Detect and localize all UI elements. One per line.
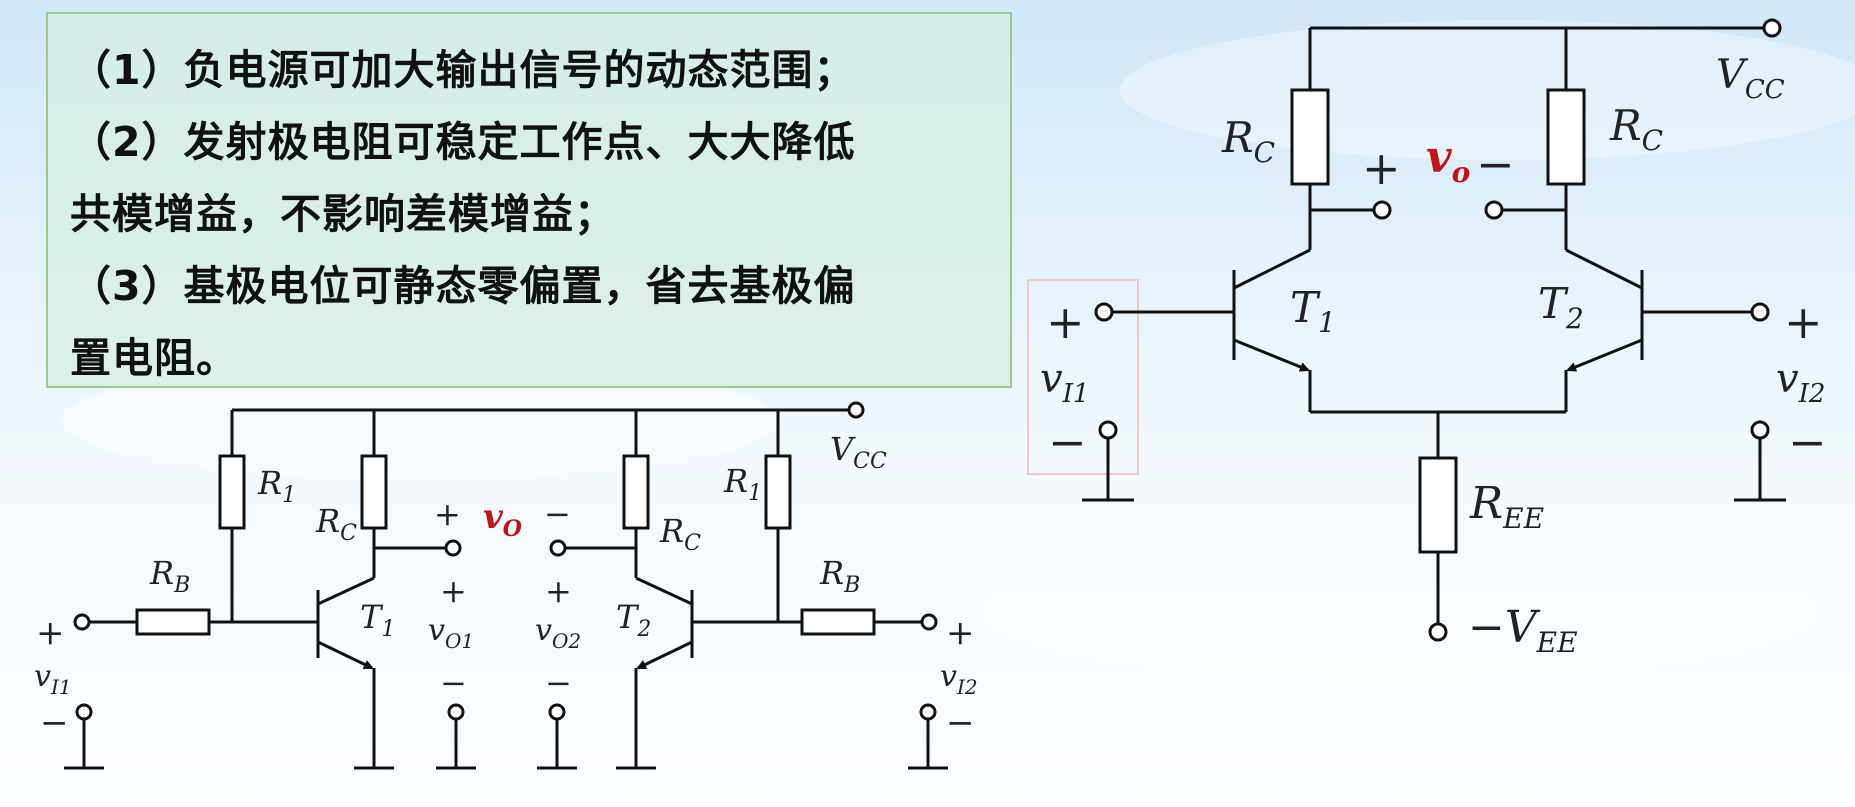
left-r1-resistor	[218, 454, 246, 530]
highlight-box	[1027, 279, 1139, 475]
right-vi2-minus: −	[1788, 415, 1827, 469]
left-vi2-minus: −	[946, 703, 975, 743]
right-ree-label: REE	[1469, 478, 1544, 535]
right-rc1-label: RC	[1221, 113, 1275, 169]
left-rb2-resistor	[800, 608, 876, 636]
right-vo-plus: +	[1362, 141, 1401, 195]
left-vi2-terminal	[920, 613, 938, 631]
left-rc2-resistor	[622, 454, 650, 530]
left-rc1-resistor	[360, 454, 388, 530]
left-vi1-plus: +	[36, 613, 65, 653]
text-line-3: 共模增益，不影响差模增益；	[70, 190, 616, 238]
left-vcc-terminal	[847, 401, 865, 419]
left-vo1-label: vO1	[428, 613, 474, 653]
right-vo-minus: −	[1476, 137, 1515, 191]
left-vo1-plus: +	[440, 572, 467, 610]
left-vi2-plus: +	[946, 613, 975, 653]
right-vo-terminal-minus	[1484, 200, 1504, 220]
text-panel: （1）负电源可加大输出信号的动态范围； （2）发射极电阻可稳定工作点、大大降低 …	[46, 12, 1012, 388]
text-line-4: （3）基极电位可静态零偏置，省去基极偏	[70, 262, 856, 310]
left-vo-plus: +	[434, 495, 461, 533]
left-vo2-label: vO2	[535, 613, 581, 653]
left-rb1-label: RB	[149, 554, 190, 598]
left-rb2-label: RB	[819, 554, 860, 598]
left-vcc-label: VCC	[830, 430, 887, 474]
right-t1-label: T1	[1290, 283, 1336, 339]
right-vi2-plus: +	[1784, 295, 1823, 349]
left-vi1-terminal	[73, 613, 91, 631]
left-vo2-plus: +	[545, 572, 572, 610]
left-r1b-resistor	[764, 454, 792, 530]
left-rc1-label: RC	[315, 502, 357, 546]
right-vcc-label: VCC	[1716, 52, 1785, 105]
text-line-2: （2）发射极电阻可稳定工作点、大大降低	[70, 118, 856, 166]
right-circuit: VCC RC RC + vo − T1 T2	[1027, 18, 1827, 659]
left-vo-label: vO	[483, 497, 522, 542]
right-rc1-resistor	[1290, 88, 1330, 186]
left-vi1-label: vI1	[34, 659, 72, 699]
right-vi1-terminal	[1094, 302, 1114, 322]
right-rc2-resistor	[1546, 88, 1586, 186]
right-vi1-label: vI1	[1040, 356, 1089, 409]
left-t2-label: T2	[616, 598, 651, 642]
text-line-1: （1）负电源可加大输出信号的动态范围；	[70, 46, 856, 94]
right-vee-terminal	[1428, 622, 1448, 642]
right-vi1-plus: +	[1046, 295, 1085, 349]
right-vi1-minus: −	[1048, 415, 1087, 469]
left-vo-terminal-minus	[549, 539, 567, 557]
left-r1-label: R1	[257, 464, 296, 508]
left-vi2-label: vI2	[940, 659, 978, 699]
left-rc2-label: RC	[659, 512, 701, 556]
right-vo-label: vo	[1426, 132, 1470, 189]
right-vo-terminal-plus	[1372, 200, 1392, 220]
left-vi1-minus: −	[40, 703, 69, 743]
text-line-5: 置电阻。	[70, 334, 238, 382]
right-vcc-terminal	[1762, 18, 1782, 38]
left-vo-minus: −	[544, 495, 571, 533]
left-t1-label: T1	[360, 598, 395, 642]
left-vo1-minus: −	[440, 664, 467, 702]
left-circuit: VCC R1 RC RB T1 + vI1 − + vO	[34, 401, 978, 770]
right-t2-label: T2	[1538, 279, 1584, 335]
right-vee-label: −VEE	[1468, 602, 1578, 659]
left-vo2-minus: −	[545, 664, 572, 702]
right-ree-resistor	[1418, 456, 1458, 554]
right-vi2-terminal	[1750, 302, 1770, 322]
left-vo-terminal-plus	[444, 539, 462, 557]
right-rc2-label: RC	[1609, 101, 1663, 157]
left-rb1-resistor	[135, 608, 211, 636]
right-vi2-label: vI2	[1776, 356, 1825, 409]
left-r1b-label: R1	[723, 462, 762, 506]
